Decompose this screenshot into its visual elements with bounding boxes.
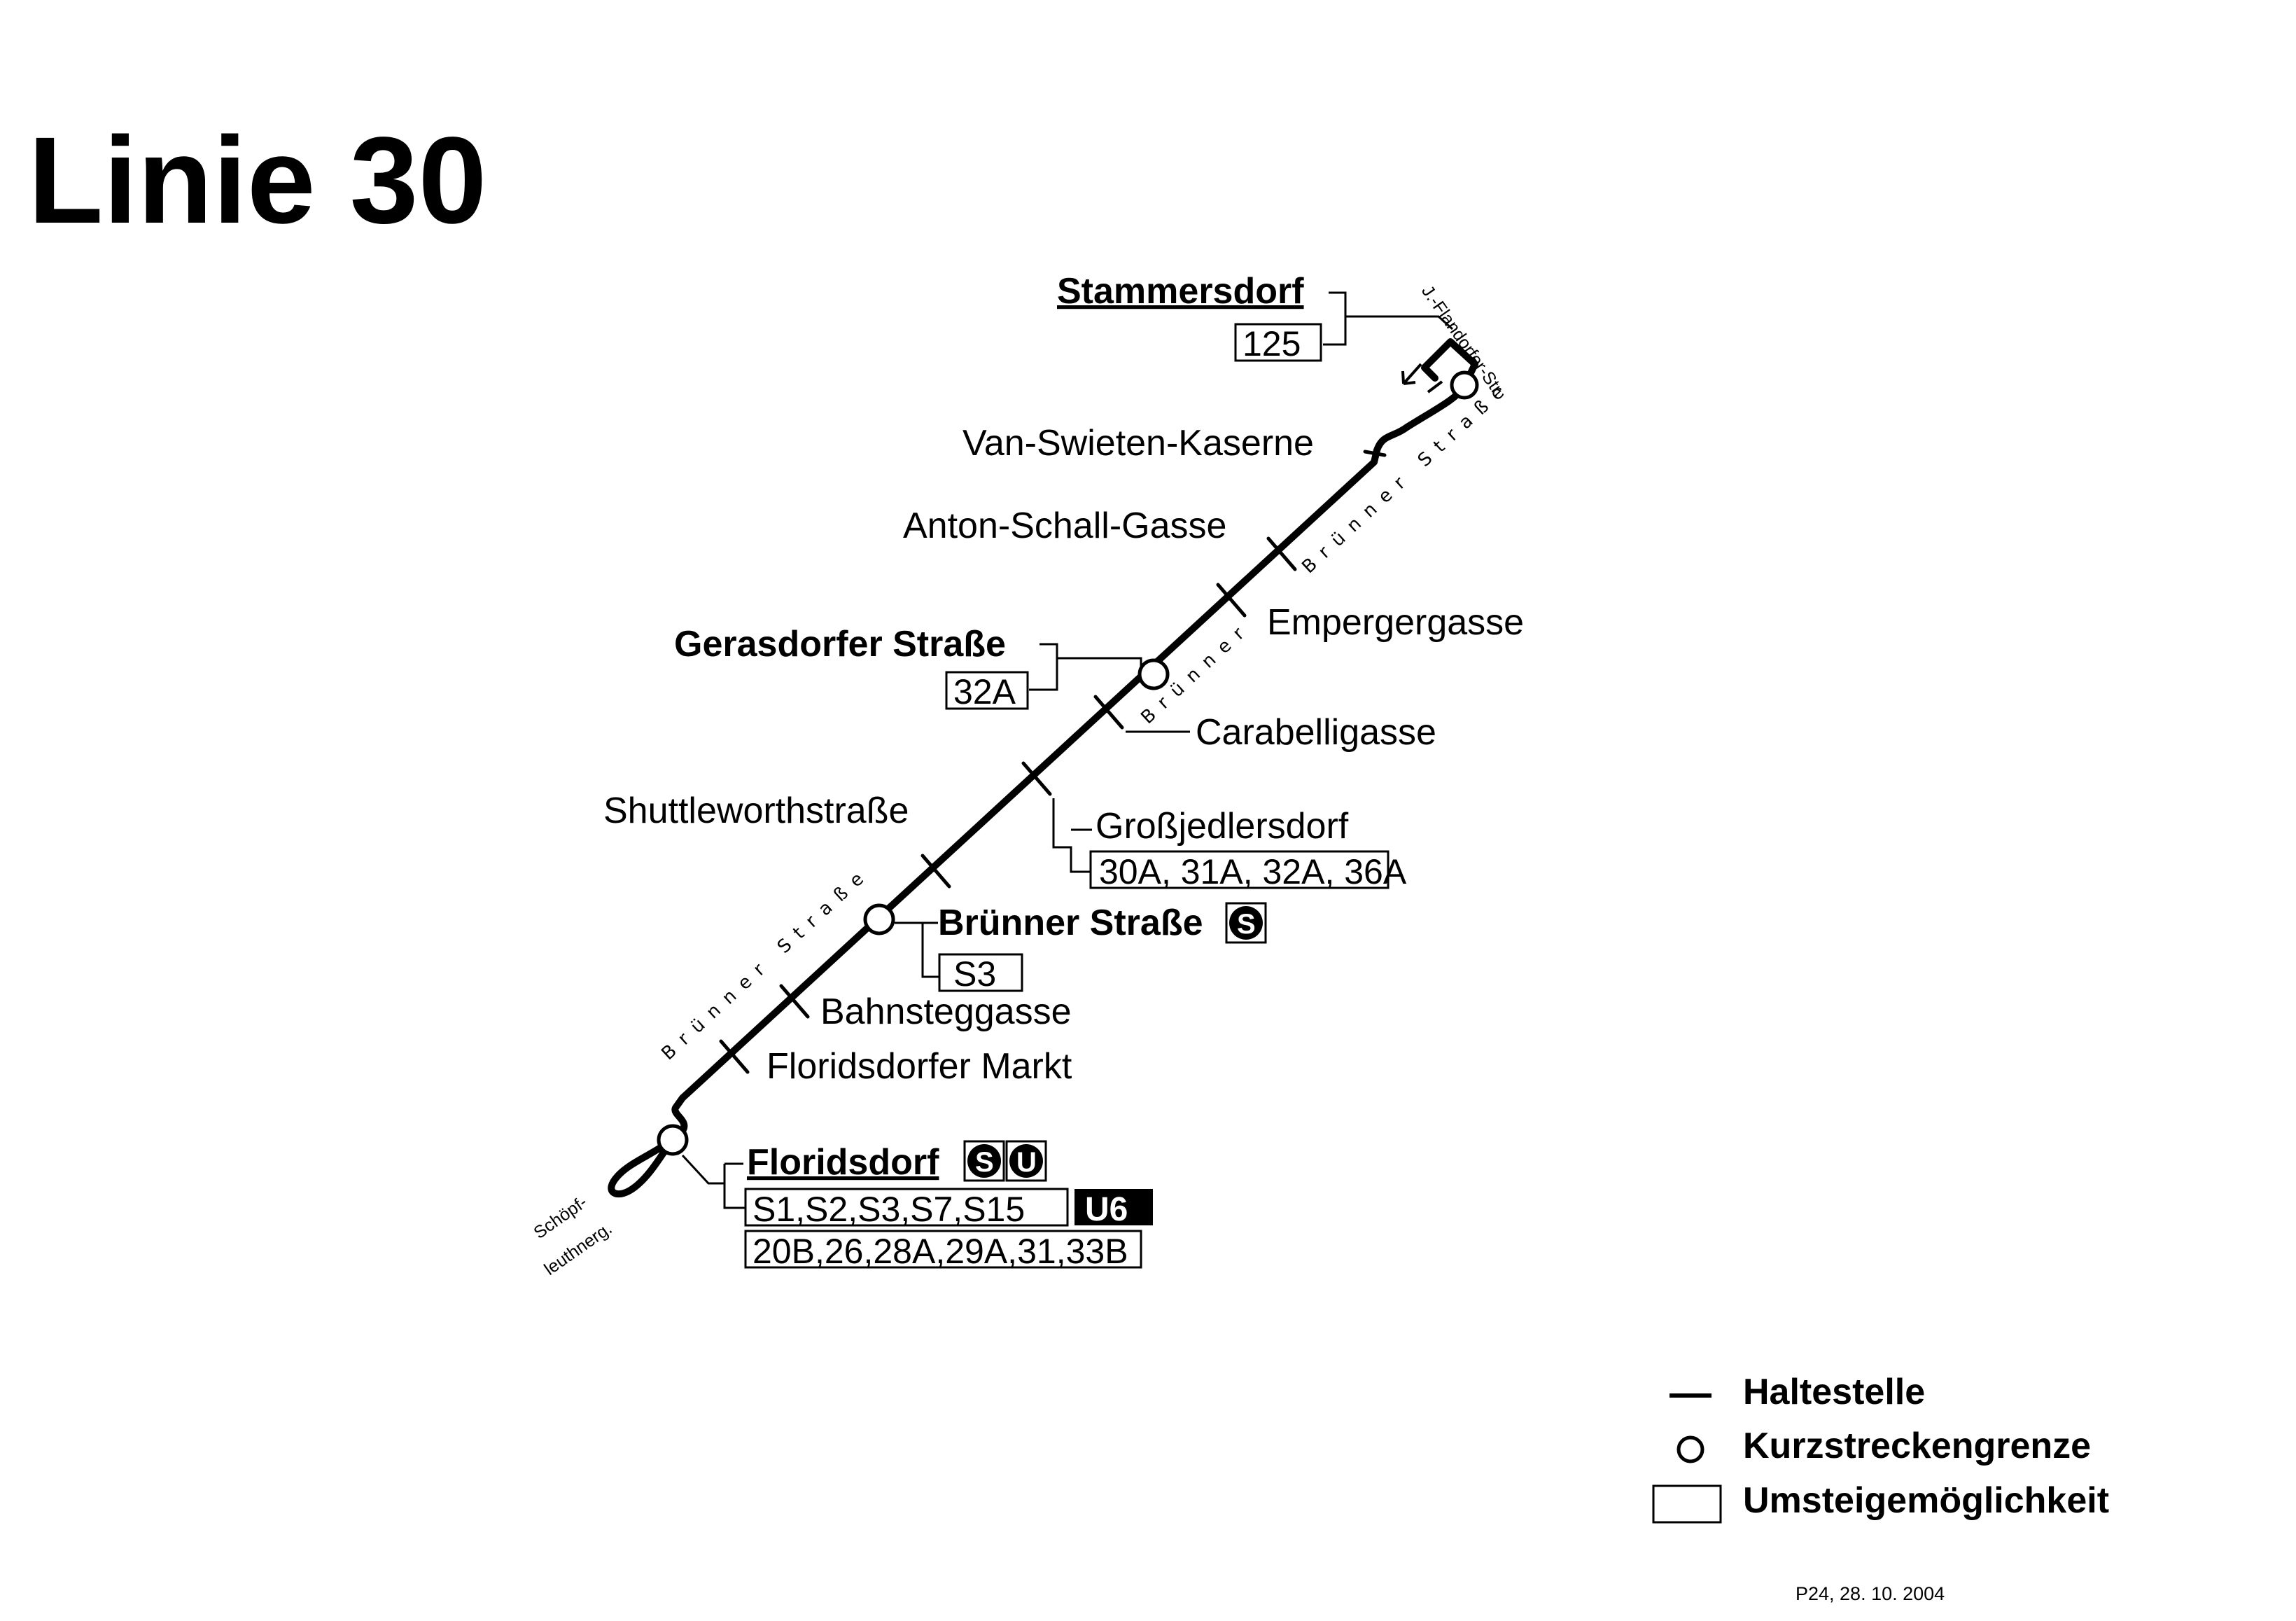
- stop-carabelligasse: Carabelligasse: [1196, 712, 1436, 753]
- u-bahn-icon-floridsdorf: U: [1005, 1140, 1047, 1182]
- tick-anton-schall: [1266, 536, 1297, 571]
- street-label-brunner-upper: Brünner Straße: [1298, 375, 1516, 578]
- legend-kurzstrecke-symbol: [1676, 1435, 1704, 1463]
- transfer-lines-brunner-strasse: S3: [953, 954, 996, 994]
- short-stage-markers: [657, 370, 1479, 1156]
- terminal-loop-floridsdorf: [608, 1136, 676, 1198]
- u6-badge: [1074, 1189, 1153, 1225]
- stop-gerasdorfer-strasse: Gerasdorfer Straße: [674, 624, 1006, 665]
- tick-van-swieten: [1363, 450, 1387, 457]
- footer-date: P24, 28. 10. 2004: [1795, 1583, 1945, 1604]
- connector-stammersdorf: [1323, 291, 1454, 346]
- connector-grossjedlersdorf: [1052, 798, 1092, 873]
- transfer-lines-grossjedlersdorf: 30A, 31A, 32A, 36A: [1099, 852, 1407, 891]
- stop-anton-schall-gasse: Anton-Schall-Gasse: [903, 506, 1226, 546]
- legend-kurzstrecke-label: Kurzstreckengrenze: [1743, 1426, 2091, 1466]
- stop-empergergasse: Empergergasse: [1267, 602, 1524, 643]
- stop-brunner-strasse: Brünner Straße: [938, 903, 1203, 943]
- stop-floridsdorfer-markt: Floridsdorfer Markt: [766, 1046, 1072, 1087]
- tick-carabelligasse: [1093, 695, 1124, 730]
- tick-shuttleworth: [920, 854, 951, 889]
- stop-bahnsteggasse: Bahnsteggasse: [820, 992, 1072, 1032]
- transfer-box-gerasdorfer: [945, 671, 1029, 710]
- tick-empergergasse: [1216, 583, 1247, 618]
- connector-gerasdorfer: [1029, 643, 1142, 691]
- transfer-box-stammersdorf: [1234, 323, 1322, 362]
- u6-badge-label: U6: [1085, 1191, 1128, 1228]
- circle-gerasdorfer: [1138, 658, 1170, 690]
- transfer-lines-stammersdorf: 125: [1242, 324, 1301, 363]
- transfer-box-floridsdorf-tram: [744, 1230, 1142, 1269]
- svg-text:S: S: [975, 1147, 994, 1178]
- legend-haltestelle-label: Haltestelle: [1743, 1372, 1925, 1412]
- tick-bahnsteggasse: [779, 984, 810, 1019]
- svg-text:U: U: [1016, 1147, 1037, 1178]
- terminal-loop-stammersdorf: [1421, 338, 1478, 390]
- tick-floridsdorfer-markt: [719, 1039, 750, 1074]
- stop-grossjedlersdorf: Großjedlersdorf: [1096, 806, 1349, 847]
- transfer-box-brunner-strasse: [938, 953, 1023, 992]
- stop-stammersdorf: Stammersdorf: [1057, 271, 1304, 312]
- route-upper-curve: [1373, 383, 1468, 454]
- transfer-lines-floridsdorf-tram: 20B,26,28A,29A,31,33B: [752, 1232, 1128, 1271]
- direction-arrows: [1401, 363, 1443, 394]
- legend-umsteige-symbol: [1652, 1484, 1722, 1524]
- connector-floridsdorf: [681, 1154, 746, 1209]
- svg-text:S: S: [1237, 909, 1256, 940]
- street-label-brunner-lower: Brünner Straße: [657, 862, 875, 1064]
- tick-grossjedlersdorf: [1021, 761, 1052, 796]
- s-bahn-icon-floridsdorf: S: [963, 1140, 1005, 1182]
- legend-umsteige-label: Umsteigemöglichkeit: [1743, 1480, 2109, 1521]
- stop-shuttleworthstrasse: Shuttleworthstraße: [603, 791, 909, 831]
- stop-van-swieten-kaserne: Van-Swieten-Kaserne: [962, 423, 1314, 464]
- s-bahn-icon: S: [1225, 902, 1267, 944]
- page-title: Linie 30: [28, 112, 486, 249]
- circle-stammersdorf: [1450, 370, 1479, 400]
- transfer-box-grossjedlersdorf: [1089, 850, 1390, 889]
- connector-brunner-strasse: [895, 921, 939, 978]
- circle-brunner-strasse: [863, 903, 895, 935]
- stop-ticks: [719, 450, 1387, 1074]
- stop-floridsdorf: Floridsdorf: [747, 1142, 939, 1183]
- transfer-box-floridsdorf-rail: [744, 1188, 1069, 1227]
- transfer-lines-gerasdorfer: 32A: [953, 672, 1016, 711]
- circle-floridsdorf: [657, 1124, 689, 1156]
- legend: Haltestelle Kurzstreckengrenze Umsteigem…: [1652, 1372, 2109, 1524]
- transfer-lines-floridsdorf-rail: S1,S2,S3,S7,S15: [752, 1190, 1025, 1229]
